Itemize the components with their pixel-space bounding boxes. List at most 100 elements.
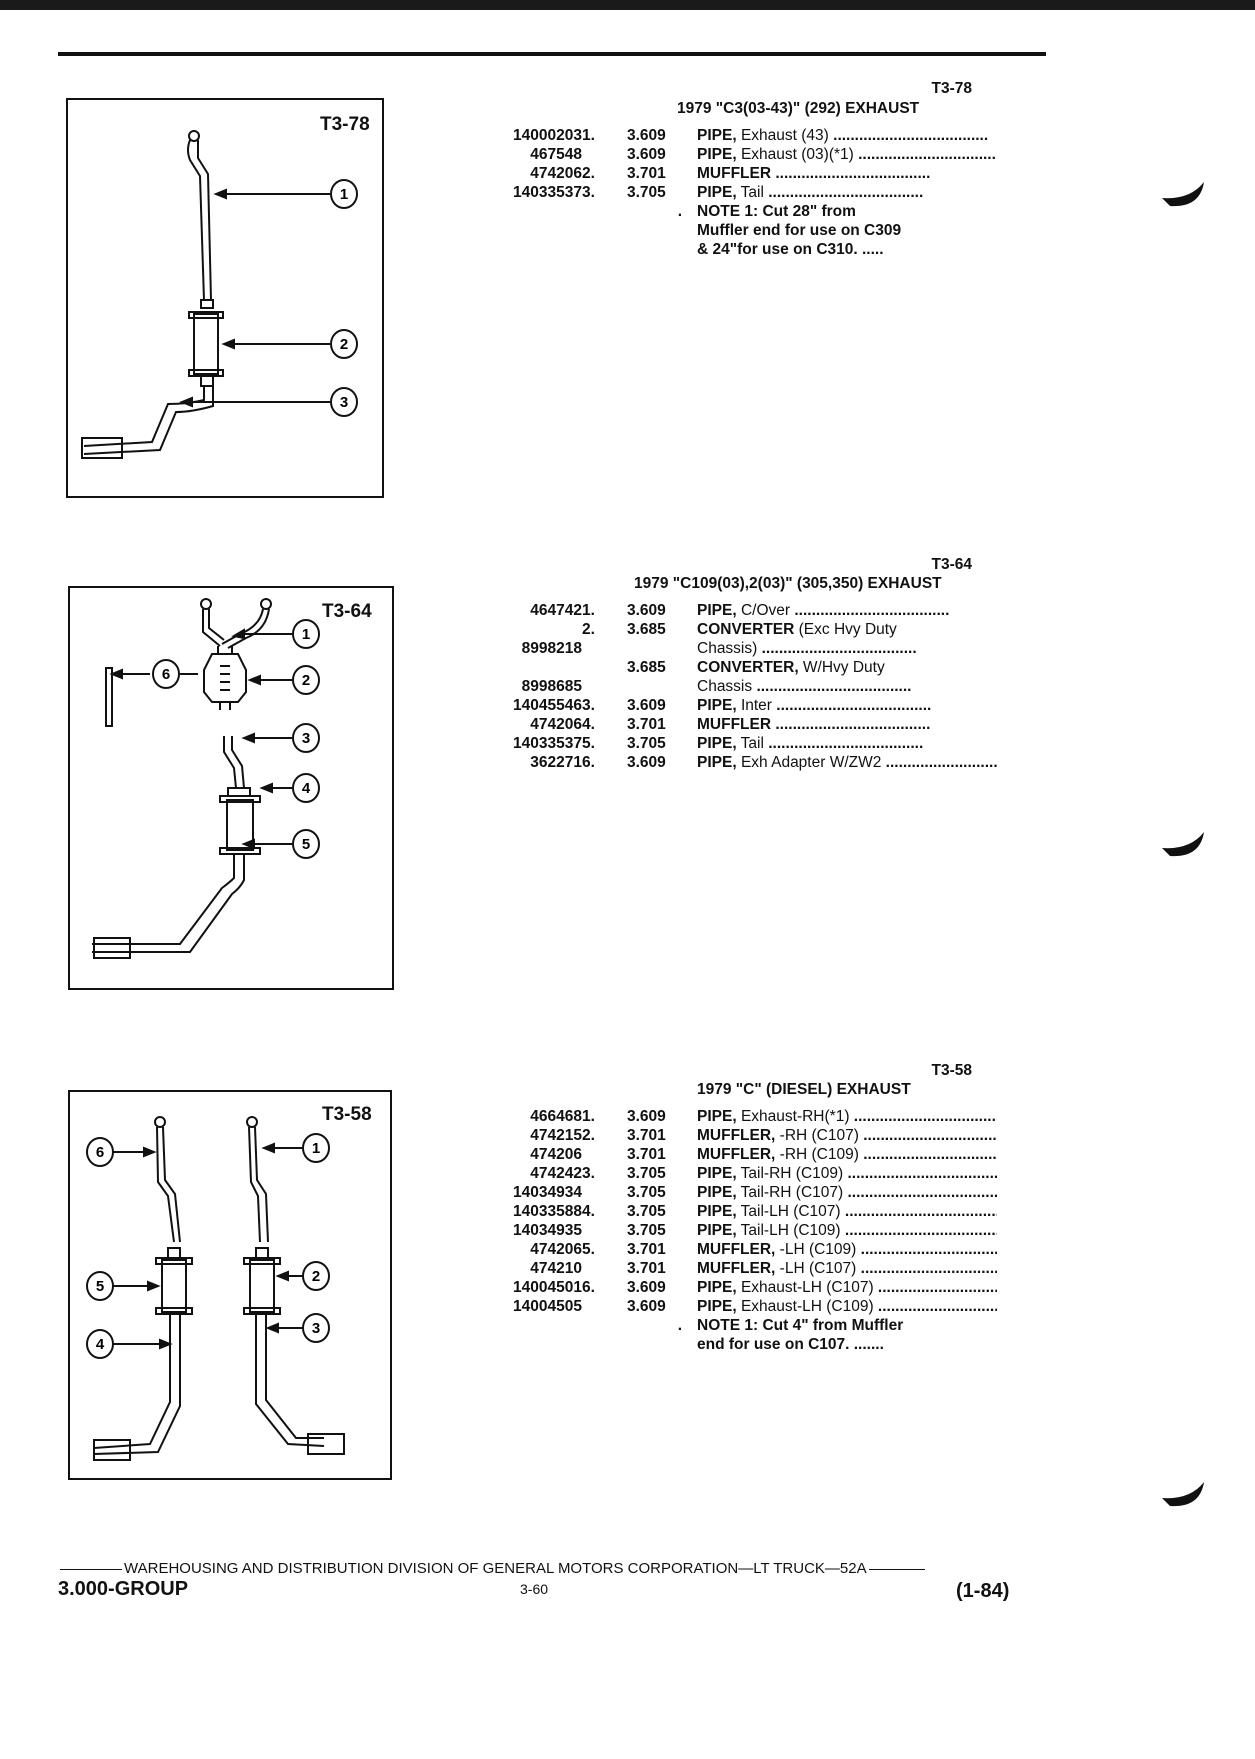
part-description: PIPE, C/Over ...........................… — [697, 602, 950, 619]
part-number: 466468 — [528, 1107, 582, 1126]
part-number: 474210 — [528, 1259, 582, 1278]
callout-3: 3 — [302, 730, 310, 747]
group-code: 3.701 — [627, 1146, 666, 1163]
note-text: NOTE 1: Cut 28" from — [697, 203, 856, 220]
callout-6: 6 — [162, 666, 170, 683]
group-code: 3.701 — [627, 1241, 666, 1258]
callout-5: 5 — [302, 836, 310, 853]
group-code: 3.609 — [627, 1298, 666, 1315]
section-code: T3-64 — [931, 556, 973, 573]
figure-t3-58: T3-58 — [68, 1090, 392, 1480]
callout-6: 6 — [96, 1144, 104, 1161]
footer-date: (1-84) — [956, 1580, 1010, 1602]
part-number: 474215 — [528, 1126, 582, 1145]
note-text: & 24"for use on C310. ..... — [697, 241, 884, 258]
part-number: 14004505 — [511, 1297, 582, 1316]
group-code: 3.609 — [627, 602, 666, 619]
part-description: PIPE, Tail .............................… — [697, 735, 924, 752]
group-code: 3.609 — [627, 1108, 666, 1125]
group-code: 3.685 — [627, 659, 666, 676]
part-number: 8998218 — [519, 639, 582, 658]
part-number: 474206 — [528, 164, 582, 183]
part-description: PIPE, Tail-RH (C107) ...................… — [697, 1184, 997, 1201]
part-description: Chassis) ...............................… — [697, 640, 917, 657]
group-code: 3.609 — [627, 146, 666, 163]
callout-1: 1 — [312, 1140, 320, 1157]
section-code: T3-78 — [931, 80, 973, 97]
part-description: PIPE, Exhaust (03)(*1) .................… — [697, 146, 997, 163]
footer-group: 3.000-GROUP — [58, 1578, 189, 1600]
top-rule — [58, 52, 1046, 56]
part-number: 474206 — [528, 1240, 582, 1259]
group-code: 3.705 — [627, 1222, 666, 1239]
exhaust-diagram-t3-78: 1 2 3 — [81, 130, 358, 459]
figure-t3-64: T3-64 — [68, 586, 394, 990]
group-code: 3.701 — [627, 1127, 666, 1144]
callout-3: 3 — [340, 394, 348, 411]
part-number: 474206 — [528, 715, 582, 734]
part-number: 8998685 — [519, 677, 582, 696]
part-number: 14033537 — [511, 734, 582, 753]
part-description: CONVERTER (Exc Hvy Duty — [697, 621, 897, 638]
group-code: 3.705 — [627, 1203, 666, 1220]
group-code: 3.701 — [627, 1260, 666, 1277]
part-description: PIPE, Tail-LH (C107) ...................… — [697, 1203, 997, 1220]
part-description: PIPE, Tail-RH (C109) ...................… — [697, 1165, 997, 1182]
part-description: PIPE, Exhaust-RH(*1) ...................… — [697, 1108, 997, 1125]
part-number: 14034934 — [511, 1183, 582, 1202]
part-number: 474206 — [528, 1145, 582, 1164]
section-title: 1979 "C109(03),2(03)" (305,350) EXHAUST — [634, 575, 942, 592]
callout-4: 4 — [96, 1336, 105, 1353]
figure-label: T3-78 — [320, 114, 370, 135]
callout-2: 2 — [302, 672, 310, 689]
part-description: PIPE, Exhaust (43) .....................… — [697, 127, 989, 144]
part-description: MUFFLER, -LH (C107) ....................… — [697, 1260, 997, 1277]
parts-section-t3-78: T3-78 1979 "C3(03-43)" (292) EXHAUST 1.3… — [511, 80, 997, 258]
section-code: T3-58 — [931, 1062, 973, 1079]
binder-hole-mark — [1162, 832, 1204, 857]
page-number: 3-60 — [520, 1581, 549, 1597]
part-description: PIPE, Tail .............................… — [697, 184, 924, 201]
callout-1: 1 — [340, 186, 348, 203]
binder-hole-mark — [1162, 1482, 1204, 1507]
binder-hole-mark — [1162, 182, 1204, 207]
part-number: 467548 — [528, 145, 582, 164]
part-description: MUFFLER, -RH (C107) ....................… — [697, 1127, 997, 1144]
callout-3: 3 — [312, 1320, 320, 1337]
part-number: 14033588 — [511, 1202, 582, 1221]
group-code: 3.705 — [627, 184, 666, 201]
group-code: 3.705 — [627, 1165, 666, 1182]
callout-2: 2 — [312, 1268, 320, 1285]
section-title: 1979 "C3(03-43)" (292) EXHAUST — [677, 100, 920, 117]
group-code: 3.609 — [627, 127, 666, 144]
group-code: 3.609 — [627, 697, 666, 714]
group-code: 3.701 — [627, 165, 666, 182]
top-scan-band — [0, 0, 1255, 10]
item-number: 1. — [582, 1108, 595, 1125]
part-description: PIPE, Exhaust-LH (C107) ................… — [697, 1279, 997, 1296]
part-description: PIPE, Exhaust-LH (C109) ................… — [697, 1298, 997, 1315]
exhaust-diagram-t3-64: 1 2 3 4 5 6 — [92, 598, 320, 959]
part-number: 14045546 — [511, 696, 582, 715]
section-title: 1979 "C" (DIESEL) EXHAUST — [697, 1081, 911, 1098]
parts-section-t3-64: T3-64 1979 "C109(03),2(03)" (305,350) EX… — [511, 556, 1042, 786]
group-code: 3.609 — [627, 754, 666, 771]
group-code: 3.685 — [627, 621, 666, 638]
part-description: MUFFLER, -LH (C109) ....................… — [697, 1241, 997, 1258]
part-number: 14033537 — [511, 183, 582, 202]
callout-4: 4 — [302, 780, 311, 797]
part-number: 464742 — [528, 601, 582, 620]
note-text: end for use on C107. ....... — [697, 1336, 884, 1353]
part-number: 362271 — [528, 753, 582, 772]
part-description: MUFFLER, -RH (C109) ....................… — [697, 1146, 997, 1163]
part-description: PIPE, Tail-LH (C109) ...................… — [697, 1222, 997, 1239]
part-number: 14034935 — [511, 1221, 582, 1240]
group-code: 3.609 — [627, 1279, 666, 1296]
note-text: Muffler end for use on C309 — [697, 222, 902, 239]
part-description: Chassis ................................… — [697, 678, 912, 695]
note-text: NOTE 1: Cut 4" from Muffler — [697, 1317, 904, 1334]
part-description: MUFFLER ................................… — [697, 716, 931, 733]
part-description: PIPE, Exh Adapter W/ZW2 ................… — [697, 754, 997, 771]
exhaust-diagram-t3-58: 1 2 3 4 5 6 — [86, 1116, 345, 1461]
figure-label: T3-58 — [322, 1104, 372, 1125]
